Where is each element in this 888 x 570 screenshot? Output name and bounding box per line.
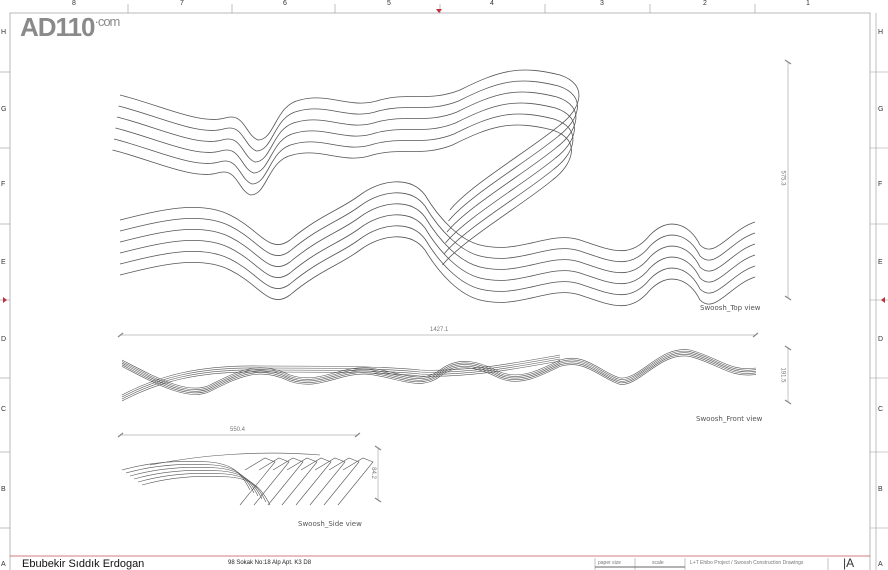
front-view-drawing	[121, 349, 757, 402]
grid-row-label: D	[878, 336, 884, 343]
side-view-fin	[267, 457, 304, 506]
paper-size-label: paper size	[598, 560, 622, 566]
top-view-upper-line	[119, 69, 580, 211]
side-view-rib	[121, 460, 251, 491]
top-view-drawing	[112, 69, 756, 307]
grid-column-label: 1	[806, 0, 810, 7]
top-view-lower-line	[119, 236, 756, 307]
grid-row-label: A	[878, 561, 883, 568]
top-view-upper-line	[116, 91, 577, 233]
grid-row-label: G	[1, 106, 7, 113]
side-view-fin	[309, 457, 346, 506]
top-view-upper-line	[113, 113, 574, 255]
grid-row-label: H	[878, 29, 884, 36]
side-view-fin	[281, 457, 318, 506]
top-view-upper-line	[118, 80, 578, 222]
grid-column-label: 8	[72, 0, 76, 7]
grid-row-label: E	[878, 259, 883, 266]
side-view-spine	[149, 452, 321, 466]
center-mark-top	[436, 9, 442, 13]
top-view-lower-line	[119, 214, 756, 285]
side-view-fin	[253, 457, 290, 506]
title-block-cells	[594, 558, 829, 570]
logo-text: AD110	[20, 12, 95, 42]
grid-row-label: B	[1, 486, 6, 493]
grid-column-label: 5	[387, 0, 391, 7]
side-view-fin	[337, 457, 374, 506]
top-view-upper-line	[115, 102, 575, 244]
side-view-rib	[129, 466, 259, 497]
grid-row-label: A	[1, 561, 6, 568]
top-view-label: Swoosh_Top view	[700, 304, 761, 312]
side-view-fin	[295, 457, 332, 506]
scale-label: scale	[652, 560, 664, 566]
sheet-id: |A	[843, 556, 855, 570]
top-view-lower-line	[119, 225, 756, 296]
front-view-crossing-line	[121, 360, 561, 402]
top-height-dim: 575.3	[779, 170, 786, 186]
center-mark-right	[881, 297, 885, 303]
top-view-upper-line	[112, 124, 572, 266]
grid-column-label: 4	[490, 0, 494, 7]
front-view-label: Swoosh_Front view	[696, 415, 763, 423]
author-address: 98 Sokak No:18 Alp Apt. K3 D8	[228, 560, 312, 566]
front-width-dim: 1427.1	[430, 327, 449, 333]
side-view-rib	[133, 469, 263, 500]
side-view-drawing	[121, 452, 374, 506]
side-view-rib	[125, 463, 255, 494]
side-view-rib	[141, 475, 271, 506]
sheet-letter: A	[846, 556, 855, 570]
grid-row-label: G	[878, 106, 884, 113]
project-title: L+T Ehibo Project / Swoosh Construction …	[690, 560, 804, 566]
dimension-lines	[117, 59, 792, 503]
grid-row-label: C	[1, 406, 7, 413]
logo: AD110·com	[20, 12, 121, 43]
front-view-line	[121, 349, 757, 389]
front-view-line	[121, 354, 757, 394]
grid-row-label: C	[878, 406, 884, 413]
side-width-dim: 550.4	[230, 427, 246, 433]
grid-row-label: H	[1, 29, 7, 36]
side-height-dim: 84.2	[369, 467, 376, 479]
top-view-lower-line	[119, 203, 756, 274]
grid-column-label: 2	[703, 0, 707, 7]
top-view-lower-line	[119, 192, 756, 263]
grid-row-label: F	[1, 181, 6, 188]
front-view-line	[121, 355, 757, 395]
front-view-crossing-line	[121, 354, 561, 396]
logo-suffix: ·com	[94, 14, 121, 29]
grid-row-label: B	[878, 486, 883, 493]
grid-column-label: 6	[283, 0, 287, 7]
side-view-fin	[323, 457, 360, 506]
top-view-lower-line	[119, 181, 756, 252]
side-view-label: Swoosh_Side view	[298, 520, 362, 528]
grid-column-label: 3	[600, 0, 604, 7]
grid-row-label: D	[1, 336, 7, 343]
front-view-line	[121, 352, 757, 392]
author-name: Ebubekir Sıddık Erdogan	[22, 558, 145, 570]
side-view-rib	[137, 472, 267, 503]
front-height-dim: 191.5	[779, 367, 786, 383]
center-mark-left	[3, 297, 7, 303]
side-view-fin	[239, 457, 276, 506]
grid-row-label: E	[1, 259, 6, 266]
front-view-crossing-line	[121, 358, 561, 400]
grid-column-label: 7	[180, 0, 184, 7]
grid-row-label: F	[878, 181, 883, 188]
front-view-crossing-line	[121, 356, 561, 398]
